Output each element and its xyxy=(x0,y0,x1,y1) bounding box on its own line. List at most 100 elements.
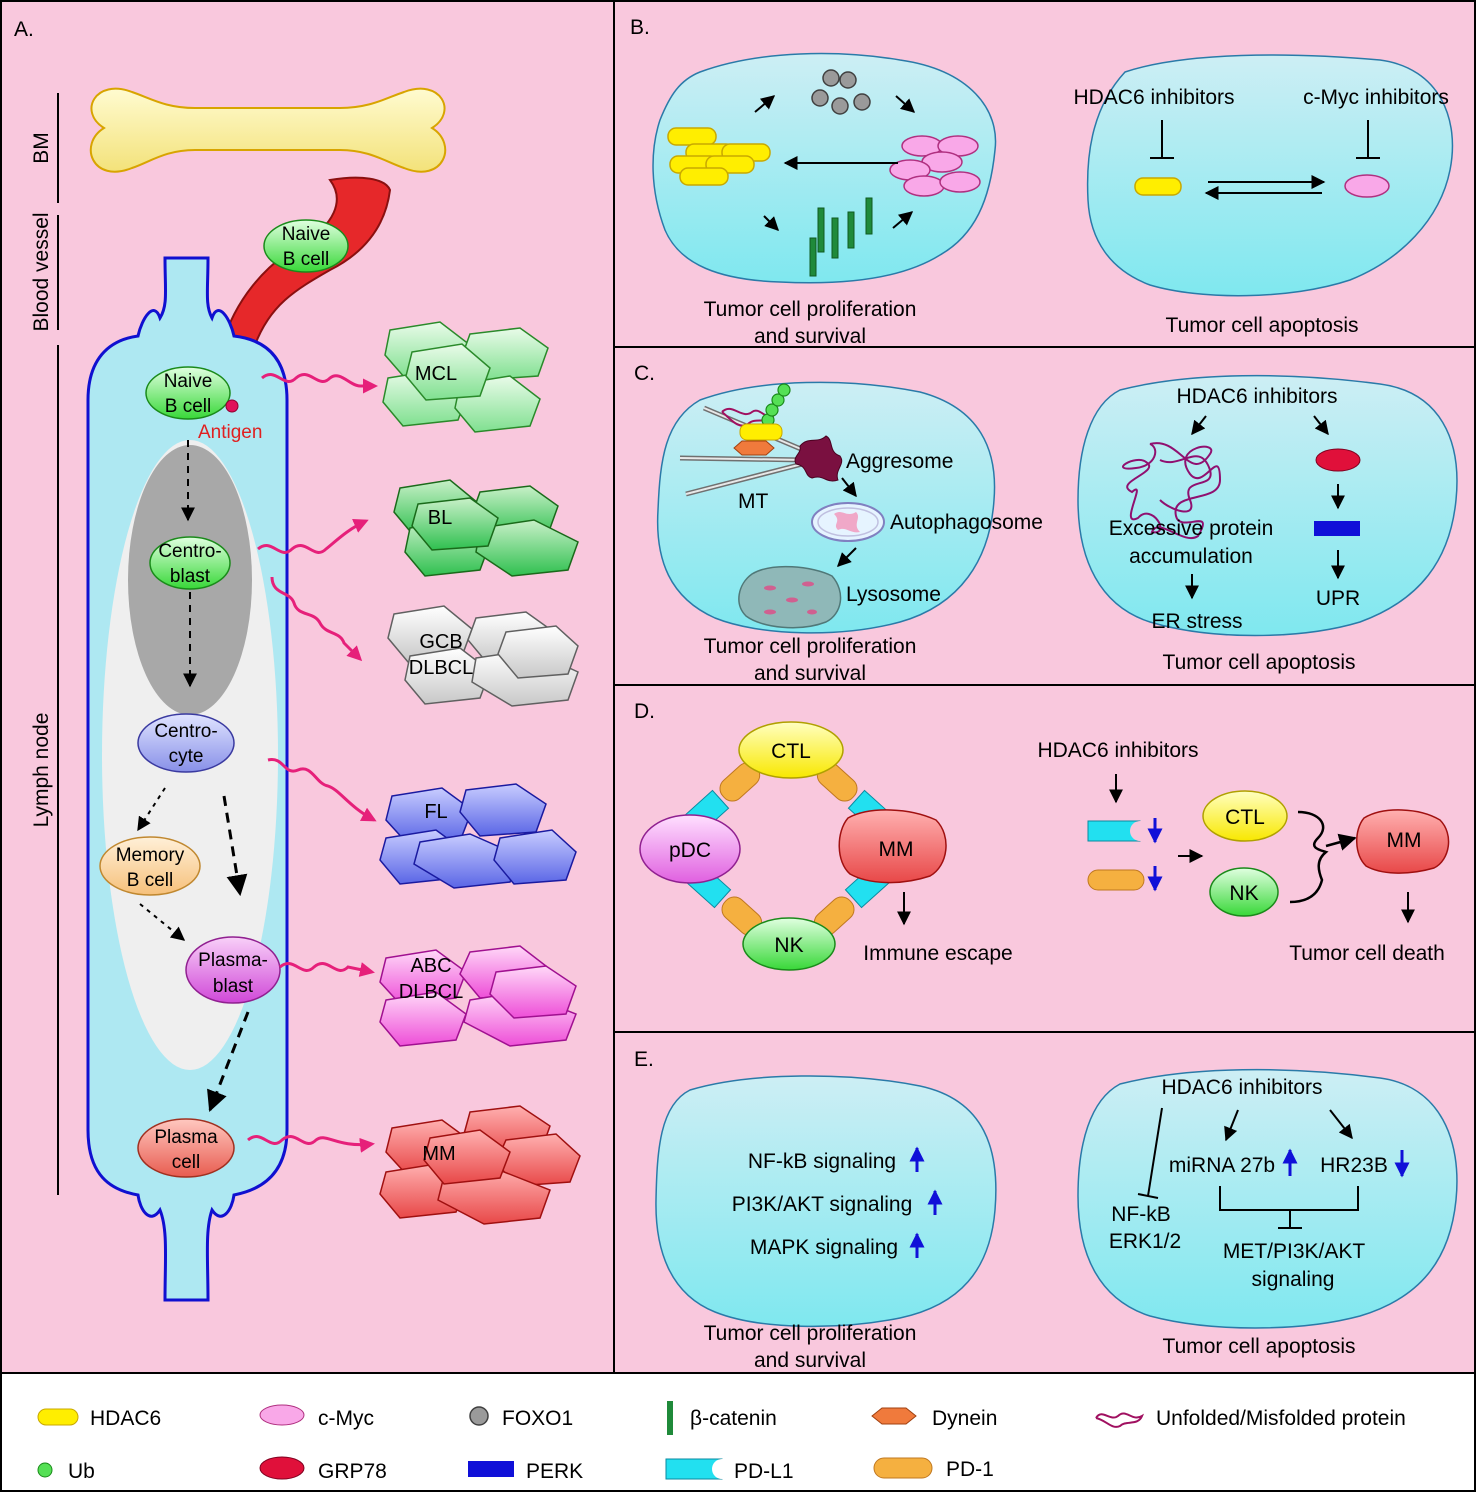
svg-text:GRP78: GRP78 xyxy=(318,1460,387,1483)
svg-text:MM: MM xyxy=(1387,829,1422,852)
svg-text:c-Myc: c-Myc xyxy=(318,1407,374,1430)
e-left-caption-1: Tumor cell proliferation xyxy=(704,1322,917,1345)
legend-foxo1: FOXO1 xyxy=(469,1406,573,1430)
d-hdac6-inhibitors: HDAC6 inhibitors xyxy=(1037,739,1198,762)
svg-text:FL: FL xyxy=(424,801,447,823)
cell-body-b-right xyxy=(1086,54,1454,297)
e-right-arrows xyxy=(1137,1107,1359,1229)
svg-text:blast: blast xyxy=(170,566,211,587)
svg-text:cell: cell xyxy=(172,1152,201,1173)
svg-text:NK: NK xyxy=(774,934,803,957)
c-excessive-1: Excessive protein xyxy=(1109,517,1274,540)
panel-d: D. CTL pDC xyxy=(634,700,1450,971)
b-cmyc-shape xyxy=(1344,174,1390,198)
legend-perk: PERK xyxy=(468,1460,583,1483)
c-aggresome-label: Aggresome xyxy=(846,450,953,473)
svg-text:B cell: B cell xyxy=(127,870,173,891)
cell-body-e-right xyxy=(1077,1068,1458,1329)
svg-text:cyte: cyte xyxy=(169,746,204,767)
svg-text:Dynein: Dynein xyxy=(932,1407,997,1430)
legend-pd1: PD-1 xyxy=(873,1457,994,1481)
svg-text:B cell: B cell xyxy=(165,396,211,417)
e-nfkb-erk-2: ERK1/2 xyxy=(1109,1230,1181,1253)
b-inhibition-lines xyxy=(1150,120,1380,159)
cell-body-c-right xyxy=(1077,374,1458,637)
b-cmyc-inhibitors: c-Myc inhibitors xyxy=(1303,86,1449,109)
svg-text:blast: blast xyxy=(213,976,254,997)
e-nfkb: NF-kB signaling xyxy=(748,1150,896,1173)
cmyc-stack xyxy=(889,135,981,197)
svg-text:pDC: pDC xyxy=(669,839,711,862)
e-left-caption-2: and survival xyxy=(754,1349,866,1372)
d-cell-mm2: MM xyxy=(1356,809,1450,874)
cluster-bl: BL xyxy=(393,479,579,577)
e-mapk: MAPK signaling xyxy=(750,1236,898,1259)
d-pdl1-down xyxy=(1087,818,1163,844)
cluster-abc-dlbcl: ABC DLBCL xyxy=(379,945,577,1047)
c-hdac6-inhibitors: HDAC6 inhibitors xyxy=(1176,385,1337,408)
cluster-mm: MM xyxy=(379,1105,581,1225)
d-convergent-arrow xyxy=(1289,810,1329,904)
svg-text:MCL: MCL xyxy=(415,363,457,385)
legend-beta-catenin: β-catenin xyxy=(667,1401,777,1435)
svg-text:Centro-: Centro- xyxy=(158,541,221,562)
svg-text:Ub: Ub xyxy=(68,1460,95,1483)
svg-text:BL: BL xyxy=(428,507,452,529)
svg-text:ABC: ABC xyxy=(410,955,451,977)
svg-text:PD-1: PD-1 xyxy=(946,1458,994,1481)
c-arrow-aggresome-autophagosome xyxy=(841,477,857,498)
c-arrow-autophagosome-lysosome xyxy=(837,547,857,567)
d-cell-pdc: pDC xyxy=(639,814,741,884)
cycle-arrows xyxy=(754,95,916,231)
ubiquitin-chain xyxy=(761,383,791,427)
svg-text:Plasma-: Plasma- xyxy=(198,950,268,971)
d-cell-nk: NK xyxy=(742,917,836,971)
cell-naive-node: Naive B cell xyxy=(145,366,231,420)
legend-unfolded: Unfolded/Misfolded protein xyxy=(1095,1407,1406,1430)
b-left-caption-1: Tumor cell proliferation xyxy=(704,298,917,321)
e-nfkb-erk-1: NF-kB xyxy=(1111,1203,1171,1226)
svg-text:NK: NK xyxy=(1229,882,1258,905)
legend-background xyxy=(2,1374,1474,1490)
svg-text:GCB: GCB xyxy=(419,631,462,653)
legend-ub: Ub xyxy=(37,1460,95,1483)
c-excessive-2: accumulation xyxy=(1129,545,1253,568)
e-hr23b: HR23B xyxy=(1320,1154,1388,1177)
b-right-caption: Tumor cell apoptosis xyxy=(1166,314,1359,337)
svg-text:Plasma: Plasma xyxy=(154,1127,218,1148)
svg-text:PERK: PERK xyxy=(526,1460,583,1483)
legend-hdac6: HDAC6 xyxy=(37,1407,161,1430)
legend-pdl1: PD-L1 xyxy=(665,1458,794,1483)
legend: HDAC6 c-Myc FOXO1 β-catenin Dynein Unfol… xyxy=(37,1401,1406,1483)
panel-e: E. NF-kB signaling PI3K/AKT signaling MA… xyxy=(634,1048,1458,1372)
c-perk-shape xyxy=(1314,521,1360,536)
c-dynein-shape xyxy=(733,440,775,456)
c-hdac6-shape xyxy=(739,423,783,441)
c-left-caption-1: Tumor cell proliferation xyxy=(704,635,917,658)
cell-body-e-left xyxy=(655,1075,997,1328)
foxo1-cluster xyxy=(811,69,871,115)
lysosome-shape xyxy=(738,565,842,629)
cell-memory: Memory B cell xyxy=(99,836,201,896)
d-tumor-death: Tumor cell death xyxy=(1289,942,1445,965)
cell-centroblast: Centro- blast xyxy=(149,536,231,590)
c-right-arrows xyxy=(1185,415,1345,600)
c-left-caption-2: and survival xyxy=(754,662,866,685)
svg-text:Centro-: Centro- xyxy=(154,721,217,742)
c-grp78-shape xyxy=(1315,448,1361,472)
region-lymph-node-label: Lymph node xyxy=(30,713,53,828)
d-cell-ctl2: CTL xyxy=(1202,790,1288,842)
protein-accumulation-tangle xyxy=(1122,442,1222,539)
cell-plasmablast: Plasma- blast xyxy=(185,936,281,1004)
b-equilibrium-arrows xyxy=(1204,175,1326,200)
c-upr: UPR xyxy=(1316,587,1360,610)
svg-text:Unfolded/Misfolded protein: Unfolded/Misfolded protein xyxy=(1156,1407,1406,1430)
e-mirna: miRNA 27b xyxy=(1169,1154,1275,1177)
aggresome-shape xyxy=(794,435,843,482)
cell-naive-vessel: Naive B cell xyxy=(263,219,349,273)
hdac6-stack xyxy=(667,127,771,186)
panel-e-letter: E. xyxy=(634,1048,654,1071)
svg-text:PD-L1: PD-L1 xyxy=(734,1460,794,1483)
panel-b: B. xyxy=(630,16,1454,348)
